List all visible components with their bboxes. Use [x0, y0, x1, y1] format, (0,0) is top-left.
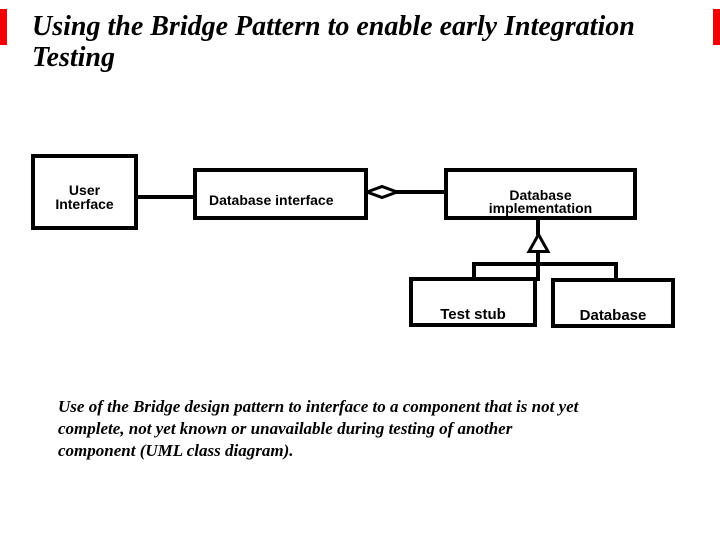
uml-class-test-stub: Test stub — [409, 277, 537, 327]
association-line-ui-to-database-interface — [135, 195, 193, 199]
uml-class-database-interface: Database interface — [193, 168, 368, 220]
inheritance-branch-horizontal-line — [472, 262, 618, 266]
slide-title-line-2: Testing — [32, 42, 115, 73]
red-edge-mark-left — [0, 9, 7, 45]
inheritance-triangle-icon — [526, 232, 551, 253]
aggregation-line-to-database-implementation — [396, 190, 445, 194]
red-edge-mark-right — [713, 9, 720, 45]
uml-class-test-stub-label: Test stub — [440, 306, 506, 323]
slide-caption-line-2: complete, not yet known or unavailable d… — [58, 419, 513, 438]
slide-title-line-1: Using the Bridge Pattern to enable early… — [32, 11, 635, 42]
uml-class-database-interface-label: Database interface — [209, 192, 334, 208]
uml-class-user-interface-label: User Interface — [55, 182, 114, 212]
inheritance-branch-drop-to-database — [614, 264, 618, 280]
inheritance-line-implementation-to-triangle — [536, 219, 540, 235]
uml-class-user-interface: User Interface — [31, 154, 138, 230]
slide-title: Using the Bridge Pattern to enable early… — [32, 11, 635, 73]
uml-class-database: Database — [551, 278, 675, 328]
slide-caption: Use of the Bridge design pattern to inte… — [58, 396, 578, 462]
uml-class-database-implementation: Database implementation — [444, 168, 637, 220]
uml-class-database-implementation-label: Database implementation — [488, 187, 593, 216]
uml-class-database-label: Database — [579, 307, 647, 324]
inheritance-line-triangle-to-branch — [536, 252, 540, 281]
slide-caption-line-3: component (UML class diagram). — [58, 441, 294, 460]
aggregation-diamond-icon — [365, 184, 399, 200]
slide-caption-line-1: Use of the Bridge design pattern to inte… — [58, 397, 579, 416]
inheritance-branch-drop-to-test-stub — [472, 264, 476, 279]
